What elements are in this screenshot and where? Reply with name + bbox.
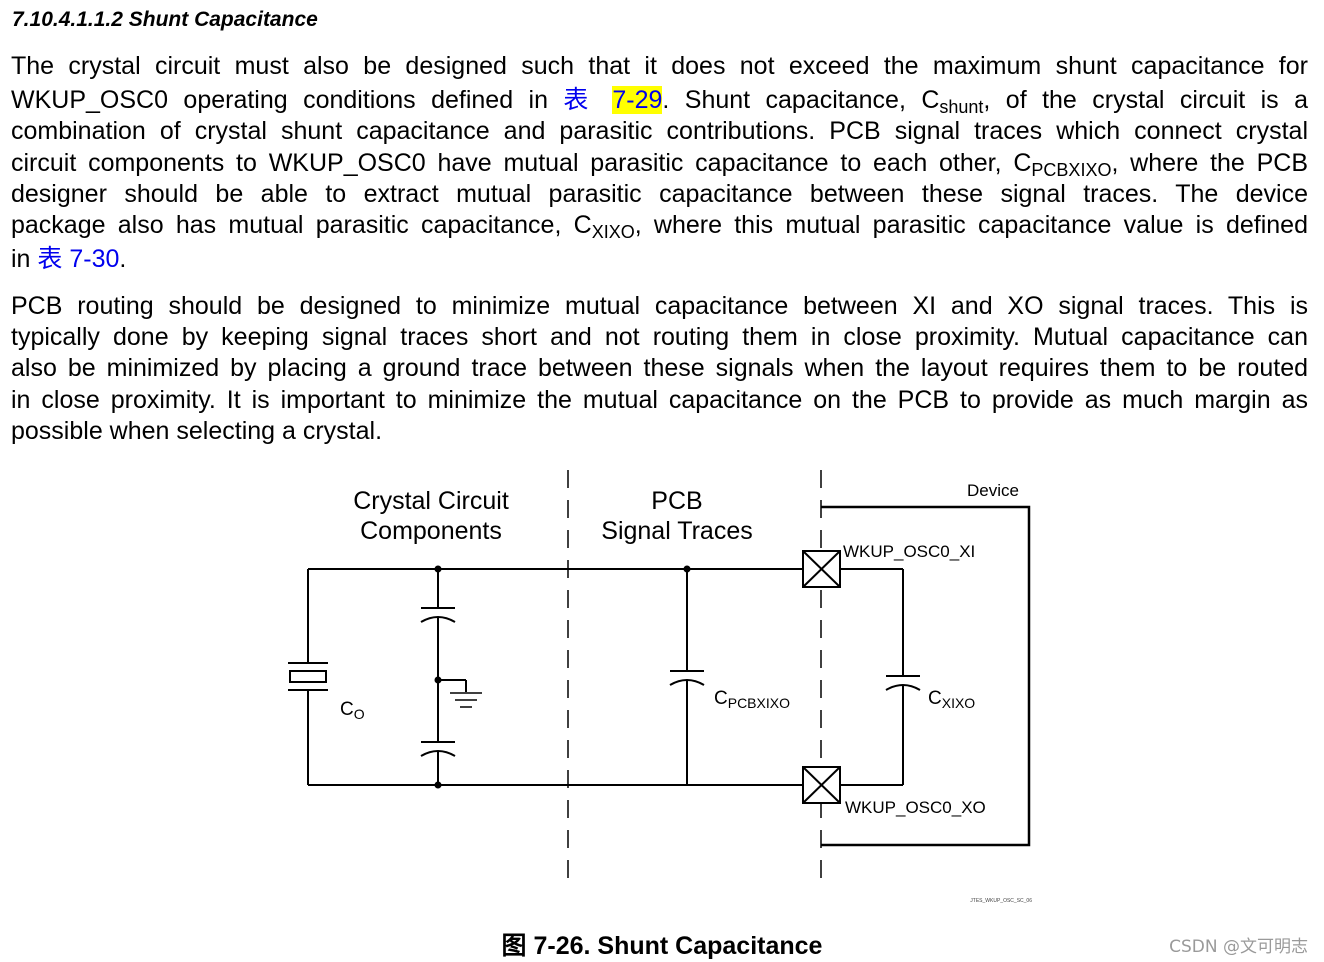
- label-pin-xi: WKUP_OSC0_XI: [843, 542, 975, 561]
- text-span: in: [11, 245, 38, 273]
- junction-dot: [434, 781, 442, 789]
- label-cxixo: CXIXO: [928, 688, 975, 711]
- paragraph2-line1: PCB routing should be designed to minimi…: [11, 292, 1308, 320]
- label-cxixo-sub: XIXO: [942, 695, 976, 711]
- link-prefix: 表: [563, 86, 613, 114]
- paragraph1-line2: WKUP_OSC0 operating conditions defined i…: [11, 85, 1308, 118]
- device-box: [821, 505, 1031, 847]
- paragraph2-line4: in close proximity. It is important to m…: [11, 386, 1308, 414]
- subscript-shunt: shunt: [939, 97, 984, 118]
- pin-box-xi-cross-b: [802, 550, 841, 588]
- label-pin-xo: WKUP_OSC0_XO: [845, 798, 986, 817]
- figure-id: JTES_WKUP_OSC_SC_06: [970, 898, 1032, 904]
- section-heading: 7.10.4.1.1.2 Shunt Capacitance: [12, 8, 318, 31]
- label-crystal-line2: Components: [360, 517, 502, 545]
- pin-box-xo-cross-b: [802, 766, 841, 804]
- table-link-7-29[interactable]: 表 7-29: [563, 86, 663, 114]
- label-cpcbxixo-main: C: [714, 688, 728, 709]
- paragraph1-line3: combination of crystal shunt capacitance…: [11, 117, 1308, 145]
- subscript-xixo: XIXO: [591, 222, 635, 243]
- text-span: . Shunt capacitance, C: [662, 86, 940, 114]
- text-span: , where the PCB: [1111, 149, 1309, 177]
- figure-caption: 图 7-26. Shunt Capacitance: [501, 932, 823, 960]
- table-link-7-30[interactable]: 表 7-30: [37, 245, 120, 273]
- csdn-watermark: CSDN @文可明志: [1169, 937, 1308, 957]
- paragraph1-line4: circuit components to WKUP_OSC0 have mut…: [11, 148, 1309, 181]
- junction-dot: [434, 565, 442, 573]
- label-pcb-line1: PCB: [651, 487, 702, 515]
- highlighted-link-number: 7-29: [612, 86, 663, 114]
- text-span: WKUP_OSC0 operating conditions defined i…: [11, 86, 564, 114]
- paragraph1-line1: The crystal circuit must also be designe…: [11, 52, 1308, 80]
- paragraph1-line7: in 表 7-30.: [11, 244, 1308, 274]
- label-crystal-line1: Crystal Circuit: [353, 487, 509, 515]
- text-span: .: [119, 245, 127, 273]
- label-c0-sub: O: [354, 706, 365, 722]
- label-cpcbxixo-sub: PCBXIXO: [728, 695, 790, 711]
- paragraph2-line2: typically done by keeping signal traces …: [11, 323, 1308, 351]
- paragraph2-line5: possible when selecting a crystal.: [11, 417, 383, 445]
- label-c0-main: C: [340, 699, 354, 720]
- subscript-pcbxixo: PCBXIXO: [1031, 160, 1112, 181]
- text-span: , where this mutual parasitic capacitanc…: [634, 211, 1308, 239]
- label-cpcbxixo: CPCBXIXO: [714, 688, 790, 711]
- text-span: , of the crystal circuit is a: [983, 86, 1308, 114]
- paragraph1-line6: package also has mutual parasitic capaci…: [11, 210, 1308, 243]
- label-device: Device: [967, 481, 1019, 500]
- junction-dot: [683, 565, 691, 573]
- label-c0: CO: [340, 699, 365, 722]
- label-cxixo-main: C: [928, 688, 942, 709]
- shunt-capacitance-diagram: Crystal Circuit Components PCB Signal Tr…: [288, 470, 1032, 904]
- paragraph1-line5: designer should be able to extract mutua…: [11, 180, 1308, 208]
- text-span: circuit components to WKUP_OSC0 have mut…: [11, 149, 1032, 177]
- crystal-body: [289, 670, 327, 683]
- junction-dot: [434, 676, 442, 684]
- label-pcb-line2: Signal Traces: [601, 517, 752, 545]
- text-span: package also has mutual parasitic capaci…: [11, 211, 592, 239]
- paragraph2-line3: also be minimized by placing a ground tr…: [11, 354, 1308, 382]
